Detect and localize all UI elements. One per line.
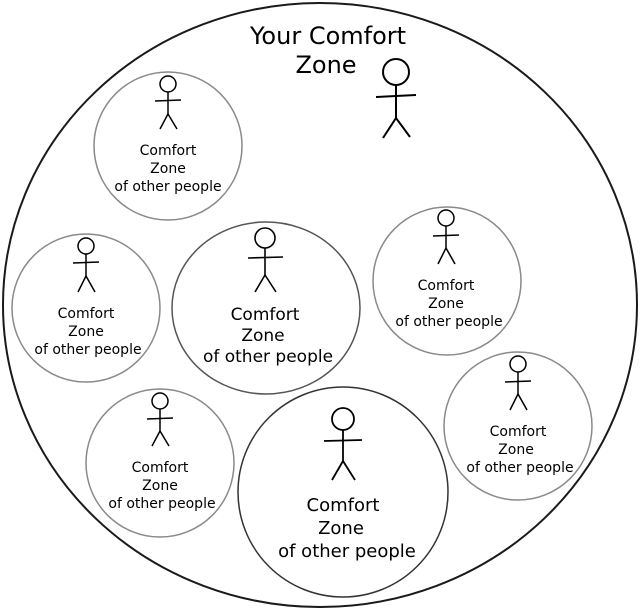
zone-label-line2: Zone xyxy=(142,478,178,494)
zone-label-line2: Zone xyxy=(241,326,284,346)
zone-label-line3: of other people xyxy=(108,496,215,512)
other-zone-7: Comfort Zone of other people xyxy=(443,351,593,501)
your-comfort-zone-title-line2: Zone xyxy=(295,51,356,79)
stick-figure xyxy=(432,209,460,265)
zone-label-line3: of other people xyxy=(395,314,502,330)
zone-label-line1: Comfort xyxy=(307,495,380,516)
other-zone-circle xyxy=(372,206,522,356)
zone-label-line1: Comfort xyxy=(132,460,189,476)
zone-label-line1: Comfort xyxy=(490,424,547,440)
zone-label-line2: Zone xyxy=(498,442,534,458)
your-figure-right-leg xyxy=(395,117,411,138)
your-comfort-zone-title-line1: Your Comfort xyxy=(249,22,406,50)
other-zone-4: Comfort Zone of other people xyxy=(372,206,522,356)
your-figure-head xyxy=(382,58,410,86)
stick-figure xyxy=(72,237,100,293)
zone-label-line1: Comfort xyxy=(58,306,115,322)
other-zone-5: Comfort Zone of other people xyxy=(85,388,235,538)
zone-label-line3: of other people xyxy=(114,179,221,195)
stick-figure xyxy=(146,392,174,447)
other-zone-circle xyxy=(237,386,449,598)
your-stick-figure xyxy=(375,58,417,139)
stick-figure xyxy=(504,355,532,411)
zone-label-line1: Comfort xyxy=(418,278,475,294)
your-figure-arms xyxy=(375,94,417,98)
other-zone-2: Comfort Zone of other people xyxy=(11,233,161,383)
other-zone-6: Comfort Zone of other people xyxy=(237,386,449,598)
zone-label-line3: of other people xyxy=(466,460,573,476)
zone-label-line1: Comfort xyxy=(231,305,300,325)
other-zone-circle xyxy=(171,221,361,395)
other-zone-circle xyxy=(85,388,235,538)
zone-label-line2: Zone xyxy=(428,296,464,312)
zone-label-line3: of other people xyxy=(278,541,416,562)
stick-figure xyxy=(154,75,182,130)
your-figure-left-leg xyxy=(382,117,397,139)
stick-figure xyxy=(323,407,363,481)
zone-label-line2: Zone xyxy=(68,324,104,340)
zone-label-line1: Comfort xyxy=(140,143,197,159)
other-zone-circle xyxy=(443,351,593,501)
zone-label-line3: of other people xyxy=(34,342,141,358)
other-zone-circle xyxy=(11,233,161,383)
zone-label-line2: Zone xyxy=(318,518,364,539)
zone-label-line3: of other people xyxy=(203,347,333,367)
zone-label-line2: Zone xyxy=(150,161,186,177)
other-zone-3: Comfort Zone of other people xyxy=(171,221,361,395)
other-zone-1: Comfort Zone of other people xyxy=(93,71,243,221)
stick-figure xyxy=(247,227,284,293)
other-zone-circle xyxy=(93,71,243,221)
